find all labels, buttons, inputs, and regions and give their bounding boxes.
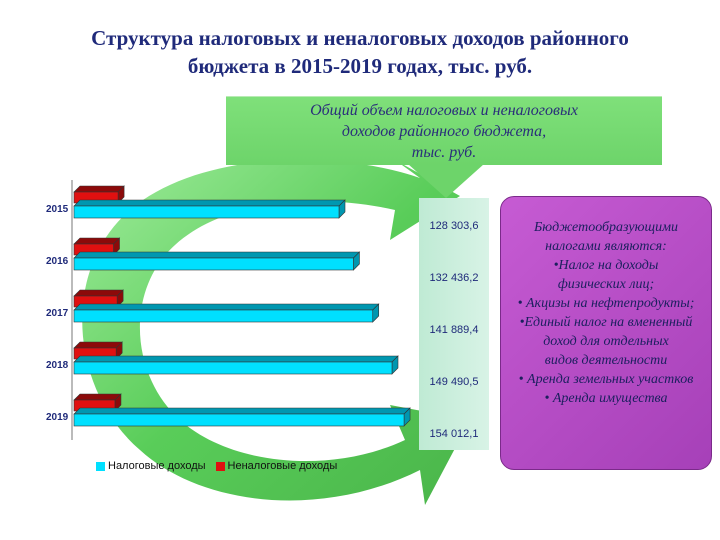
total-value-2019: 154 012,1 bbox=[429, 428, 479, 440]
bar-nontax-2015-top bbox=[73, 185, 125, 193]
callout-line-3: тыс. руб. bbox=[411, 144, 477, 161]
slide-title: Структура налоговых и неналоговых доходо… bbox=[20, 24, 700, 80]
legend-label-tax: Налоговые доходы bbox=[108, 460, 206, 472]
bar-tax-2015-top bbox=[73, 199, 346, 207]
info-line: Бюджетообразующими bbox=[534, 220, 678, 235]
bar-nontax-2019-top bbox=[73, 393, 122, 401]
legend-swatch-nontax bbox=[215, 461, 225, 471]
legend-swatch-tax bbox=[96, 461, 105, 471]
callout-pointer bbox=[408, 164, 484, 198]
year-label-2018: 2018 bbox=[46, 360, 69, 371]
callout-line-1: Общий объем налоговых и неналоговых bbox=[310, 102, 578, 119]
info-line: • Аренда земельных участков bbox=[518, 372, 694, 387]
total-value-2017: 141 889,4 bbox=[429, 324, 479, 336]
info-box bbox=[500, 196, 712, 470]
bar-tax-2019 bbox=[73, 413, 405, 427]
info-line: •Налог на доходы bbox=[553, 258, 659, 273]
total-value-2016: 132 436,2 bbox=[429, 272, 479, 284]
legend-label-nontax: Неналоговые доходы bbox=[227, 460, 338, 472]
chart-legend: Налоговые доходы Неналоговые доходы bbox=[96, 458, 347, 474]
totals-column bbox=[419, 198, 489, 450]
bar-tax-2017 bbox=[73, 309, 374, 323]
total-value-2018: 149 490,5 bbox=[429, 376, 479, 388]
title-line-1: Структура налоговых и неналоговых доходо… bbox=[91, 26, 629, 50]
total-value-2015: 128 303,6 bbox=[429, 220, 479, 232]
bar-nontax-2016-top bbox=[73, 237, 121, 245]
bar-tax-2016-top bbox=[73, 251, 361, 259]
year-label-2019: 2019 bbox=[46, 412, 69, 423]
year-label-2017: 2017 bbox=[46, 308, 69, 319]
info-line: видов деятельности bbox=[544, 353, 668, 368]
legend-item-tax: Налоговые доходы bbox=[96, 460, 206, 472]
legend-item-nontax: Неналоговые доходы bbox=[215, 460, 338, 472]
info-line: налогами являются: bbox=[545, 239, 667, 254]
year-label-2015: 2015 bbox=[46, 204, 69, 215]
bar-tax-2018 bbox=[73, 361, 393, 375]
bar-tax-2017-top bbox=[73, 303, 380, 311]
callout-line-2: доходов районного бюджета, bbox=[341, 123, 547, 140]
title-line-2: бюджета в 2015-2019 годах, тыс. руб. bbox=[187, 54, 533, 78]
info-line: доход для отдельных bbox=[543, 334, 669, 349]
bar-tax-2015 bbox=[73, 205, 340, 219]
info-line: физических лиц; bbox=[557, 277, 655, 292]
year-label-2016: 2016 bbox=[46, 256, 69, 267]
info-text: Бюджетообразующими налогами являются: •Н… bbox=[500, 218, 712, 408]
info-line: • Аренда имущества bbox=[544, 391, 668, 406]
bar-tax-2018-top bbox=[73, 355, 399, 363]
callout-box bbox=[226, 96, 662, 165]
callout-text: Общий объем налоговых и неналоговых дохо… bbox=[226, 100, 662, 163]
info-line: • Акцизы на нефтепродукты; bbox=[517, 296, 695, 311]
bar-tax-2016 bbox=[73, 257, 354, 271]
bar-tax-2019-top bbox=[73, 407, 411, 415]
info-line: •Единый налог на вмененный bbox=[519, 315, 693, 330]
bar-nontax-2018-top bbox=[73, 341, 123, 349]
bar-nontax-2017-top bbox=[73, 289, 124, 297]
